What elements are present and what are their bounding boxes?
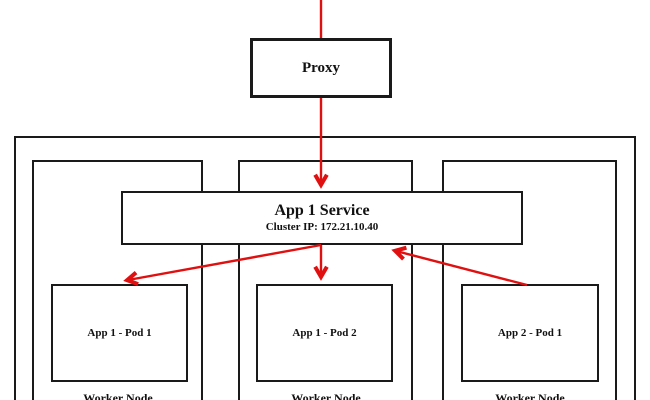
pod-3-box: App 2 - Pod 1 (461, 284, 599, 382)
service-box: App 1 Service Cluster IP: 172.21.10.40 (121, 191, 523, 245)
worker-node-2-label: Worker Node (291, 391, 361, 400)
pod-2-box: App 1 - Pod 2 (256, 284, 393, 382)
pod-2-label: App 1 - Pod 2 (292, 327, 357, 339)
pod-1-box: App 1 - Pod 1 (51, 284, 188, 382)
pod-3-label: App 2 - Pod 1 (497, 327, 563, 339)
worker-node-3-label: Worker Node (495, 391, 565, 400)
service-cluster-ip: Cluster IP: 172.21.10.40 (265, 221, 379, 233)
worker-node-1-label: Worker Node (83, 391, 153, 400)
cluster-boundary-box (14, 136, 636, 400)
proxy-box: Proxy (250, 38, 392, 98)
pod-1-label: App 1 - Pod 1 (87, 327, 152, 339)
service-title: App 1 Service (274, 202, 370, 219)
proxy-label: Proxy (301, 59, 341, 76)
